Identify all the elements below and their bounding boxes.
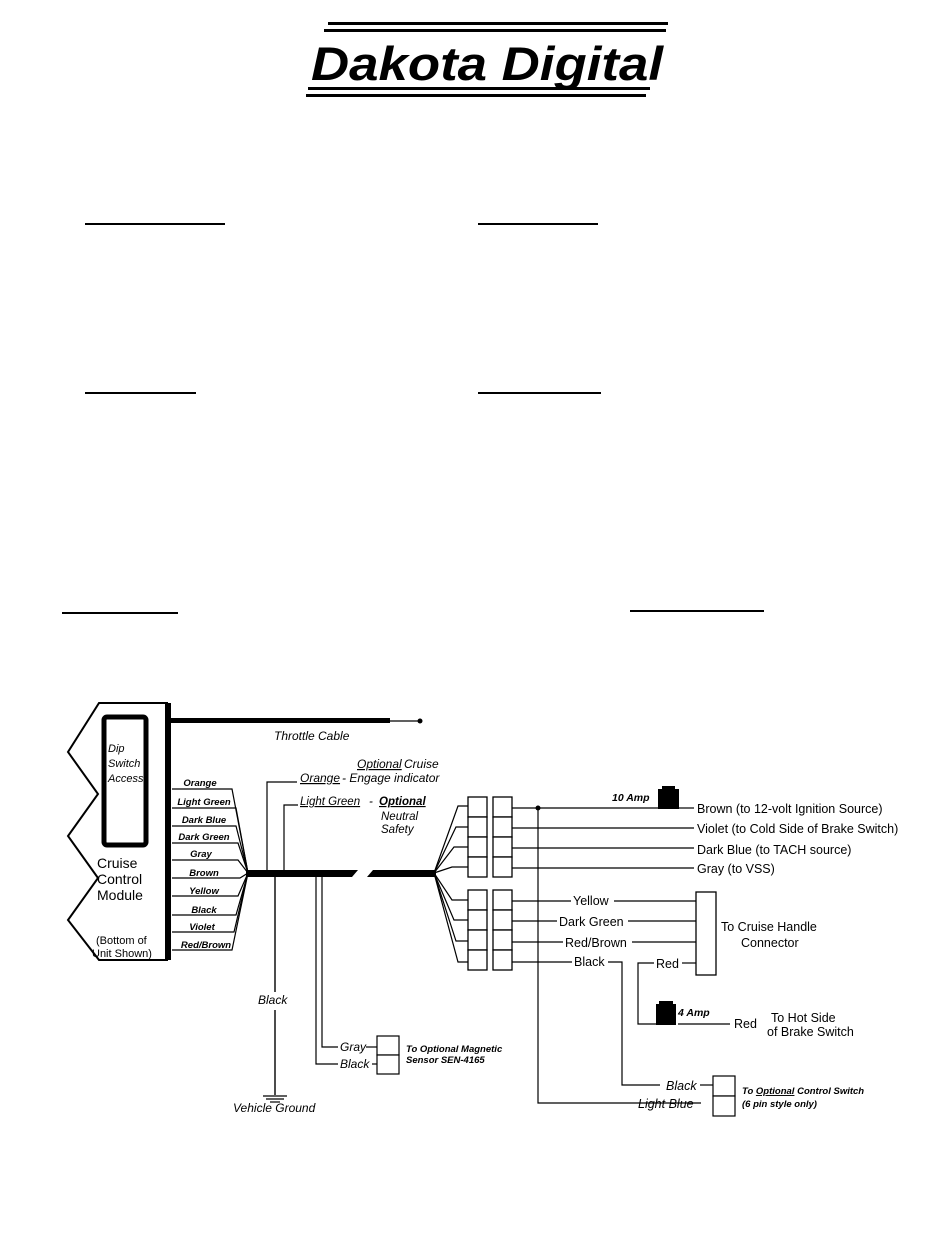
neutral-label: Neutral [381, 811, 419, 823]
wire-label: Dark Blue [182, 815, 227, 826]
module-wire-labels: Orange Light Green Dark Blue Dark Green … [177, 778, 231, 951]
dakota-digital-logo: Dakota Digital [306, 22, 668, 97]
module-name: Cruise [97, 855, 138, 871]
engage-indicator-wire: Optional Cruise Orange - Engage indicato… [266, 757, 440, 873]
engage-indicator-label: - Engage indicator [342, 771, 440, 785]
throttle-cable-label: Throttle Cable [274, 729, 350, 743]
dip-switch-access-window [101, 714, 149, 848]
section-heading-rule [478, 392, 601, 394]
sensor-dest-label: Sensor SEN-4165 [406, 1055, 485, 1066]
dip-label: Dip [108, 743, 125, 755]
dash-label: - [369, 796, 373, 808]
fuse-10-amp-icon [658, 789, 679, 809]
ground-symbol-icon [263, 1095, 287, 1103]
module-note: Unit Shown) [92, 948, 152, 960]
sensor-connector-pin [376, 1054, 400, 1075]
wire-label: Violet [189, 922, 215, 933]
brake-dest: of Brake Switch [767, 1025, 854, 1039]
fuse-10-amp-label: 10 Amp [612, 792, 650, 804]
handle-wires [512, 900, 730, 1086]
wire-junction-dot [535, 805, 541, 811]
module-name: Control [97, 871, 142, 887]
wire-label: Gray [190, 849, 212, 860]
wire-label: Yellow [189, 886, 219, 897]
light-blue-wire [537, 808, 701, 1104]
sensor-gray-label: Gray [340, 1040, 367, 1054]
orange-wire-label: Orange [300, 771, 340, 785]
sensor-dest-label: To Optional Magnetic [406, 1044, 503, 1055]
wire-label: Dark Green [178, 832, 229, 843]
brake-dest: To Hot Side [771, 1011, 836, 1025]
module-wires [172, 788, 249, 951]
module-note: (Bottom of [96, 935, 148, 947]
dip-label: Access [107, 773, 144, 785]
sensor-black-label: Black [340, 1057, 370, 1071]
control-switch-pin [712, 1095, 736, 1117]
ground-wire: Black Vehicle Ground [233, 877, 316, 1115]
control-switch-dest: (6 pin style only) [742, 1099, 817, 1110]
light-green-wire-label: Light Green [300, 796, 360, 808]
dip-label: Switch [108, 758, 140, 770]
fuse-4-amp-label: 4 Amp [677, 1007, 710, 1019]
section-heading-rule [85, 223, 225, 225]
control-switch-black-label: Black [666, 1079, 697, 1093]
yellow-wire-label: Yellow [573, 894, 610, 908]
sensor-connector-pin [376, 1035, 400, 1056]
control-switch-pin [712, 1075, 736, 1097]
ground-black-label: Black [258, 993, 288, 1007]
handle-connector [467, 889, 513, 971]
gray-wire-label: Gray (to VSS) [697, 862, 775, 876]
safety-label: Safety [381, 824, 415, 836]
section-heading-rule [62, 612, 178, 614]
logo-text: Dakota Digital [311, 37, 664, 90]
vehicle-ground-label: Vehicle Ground [233, 1101, 316, 1115]
wire-label: Brown [189, 868, 219, 879]
main-harness [246, 870, 436, 877]
wire-label: Orange [183, 778, 217, 789]
harness-fanout [433, 805, 468, 963]
control-switch-light-blue-label: Light Blue [638, 1097, 694, 1111]
cruise-handle-dest: Connector [741, 936, 799, 950]
brown-wire-label: Brown (to 12-volt Ignition Source) [697, 802, 883, 816]
fuse-4-amp-icon [656, 1004, 676, 1025]
violet-wire-label: Violet (to Cold Side of Brake Switch) [697, 822, 898, 836]
throttle-cable: Throttle Cable [169, 718, 423, 743]
dark-blue-wire-label: Dark Blue (to TACH source) [697, 843, 851, 857]
power-connector [467, 796, 513, 878]
optional-label: Optional [379, 796, 426, 808]
red-brown-wire-label: Red/Brown [565, 936, 627, 950]
section-heading-rule [85, 392, 196, 394]
cruise-control-module: Dip Switch Access Cruise Control Module … [66, 702, 171, 961]
neutral-safety-wire: Light Green - Optional Neutral Safety [283, 796, 426, 873]
cruise-label: Cruise [404, 757, 439, 771]
control-switch-dest: To Optional Control Switch [742, 1086, 864, 1097]
cruise-handle-connector [695, 891, 717, 976]
red-wire-label: Red [656, 957, 679, 971]
wire-label: Black [191, 905, 217, 916]
wire-label: Red/Brown [181, 940, 231, 951]
wire-label: Light Green [177, 797, 231, 808]
module-name: Module [97, 887, 143, 903]
section-heading-rule [630, 610, 764, 612]
section-heading-rule [478, 223, 598, 225]
black-wire-label: Black [574, 955, 605, 969]
power-wires [512, 807, 694, 869]
magnetic-sensor-branch: Gray Black To Optional Magnetic Sensor S… [315, 877, 503, 1075]
cruise-handle-dest: To Cruise Handle [721, 920, 817, 934]
optional-label: Optional [357, 757, 402, 771]
brake-red-wire-label: Red [734, 1017, 757, 1031]
dark-green-wire-label: Dark Green [559, 915, 624, 929]
